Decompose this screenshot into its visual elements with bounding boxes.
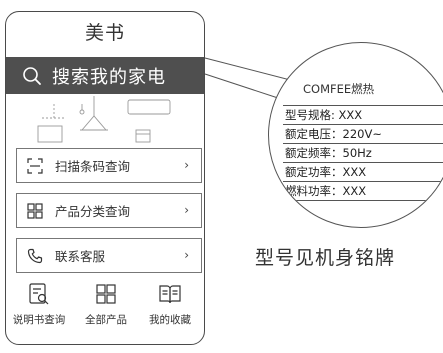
- nav-label: 说明书查询: [12, 314, 66, 326]
- grid-products-icon: [96, 284, 116, 304]
- appliance-illustration: [37, 96, 171, 143]
- chevron-right-icon: ›: [184, 158, 189, 172]
- phone-icon: [27, 248, 43, 263]
- chevron-right-icon: ›: [184, 248, 189, 262]
- spec-row: 燃料功率：XXX: [283, 181, 443, 201]
- spec-row: 型号规格: XXX: [283, 105, 443, 124]
- nav-label: 我的收藏: [149, 314, 191, 326]
- menu-item-contact-support[interactable]: 联系客服 ›: [16, 238, 202, 273]
- spec-row: 额定电压：220V~: [283, 124, 443, 143]
- menu-item-product-category[interactable]: 产品分类查询 ›: [16, 193, 202, 228]
- nav-item-my-favorites[interactable]: 我的收藏: [137, 282, 203, 327]
- menu-item-scan-barcode[interactable]: 扫描条码查询 ›: [16, 148, 202, 183]
- barcode-scan-icon: [27, 157, 43, 174]
- nameplate-spec-table: 型号规格: XXX 额定电压：220V~ 额定频率：50Hz 额定功率：XXX …: [283, 105, 443, 201]
- bottom-nav: 说明书查询 全部产品: [6, 282, 204, 342]
- menu-item-label: 联系客服: [55, 249, 106, 264]
- manual-search-icon: [29, 283, 49, 305]
- nav-item-manual-search[interactable]: 说明书查询: [6, 282, 72, 327]
- nameplate-zoom: COMFEE燃热 型号规格: XXX 额定电压：220V~ 额定频率：50Hz …: [268, 42, 443, 228]
- search-icon: [23, 66, 41, 85]
- search-bar[interactable]: 搜索我的家电: [6, 57, 204, 94]
- spec-row: 额定频率：50Hz: [283, 143, 443, 162]
- menu-item-label: 产品分类查询: [55, 204, 131, 219]
- nav-label: 全部产品: [85, 314, 127, 326]
- chevron-right-icon: ›: [184, 203, 189, 217]
- grid-category-icon: [27, 202, 43, 219]
- app-title: 美书: [84, 22, 125, 44]
- nameplate-header: COMFEE燃热: [303, 82, 375, 96]
- menu-item-label: 扫描条码查询: [55, 159, 131, 174]
- open-book-icon: [159, 285, 181, 304]
- search-label: 搜索我的家电: [52, 66, 166, 88]
- nameplate-caption: 型号见机身铭牌: [255, 247, 396, 269]
- phone-screen: 美书 搜索我的家电: [5, 11, 205, 345]
- spec-row: 额定功率：XXX: [283, 162, 443, 181]
- nav-item-all-products[interactable]: 全部产品: [73, 282, 139, 327]
